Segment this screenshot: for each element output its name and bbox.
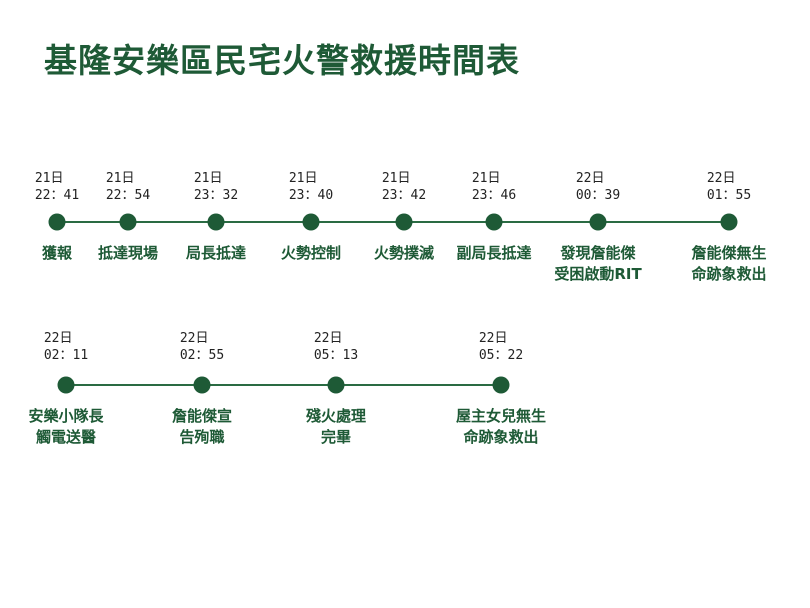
event-date: 21日 [105,171,135,186]
event-label-line: 觸電送醫 [35,428,97,446]
event-date: 21日 [471,171,501,186]
timeline-dot [485,213,503,231]
timeline-dot [57,376,75,394]
event-label: 副局長抵達 [456,243,531,264]
event-label-line: 告殉職 [179,428,225,446]
event-time: 02：11 [43,348,89,363]
event-date: 21日 [193,171,223,186]
event-label-line: 命跡象救出 [463,428,539,446]
timeline-dot [720,213,738,231]
timeline-dot [327,376,345,394]
event-label-line: 受困啟動RIT [554,265,642,283]
event-label: 詹能傑宣告殉職 [172,406,232,448]
event-timestamp: 21日 23：32 [194,170,238,204]
timeline-line-2 [66,384,501,386]
event-label: 獲報 [42,243,72,264]
event-label-line: 殘火處理 [305,407,367,425]
event-date: 22日 [478,331,508,346]
event-timestamp: 22日 02：55 [180,330,224,364]
event-label-line: 火勢撲滅 [373,244,435,262]
event-time: 23：46 [471,188,517,203]
event-date: 22日 [575,171,605,186]
event-label-line: 完畢 [320,428,352,446]
event-label-line: 獲報 [41,244,73,262]
timeline-dot [193,376,211,394]
event-label-line: 局長抵達 [185,244,247,262]
timeline-dot [119,213,137,231]
event-label-line: 命跡象救出 [691,265,767,283]
event-label-line: 詹能傑無生 [691,244,767,262]
timeline-dot [48,213,66,231]
event-date: 22日 [706,171,736,186]
timeline-dot [395,213,413,231]
event-time: 23：42 [381,188,427,203]
event-label: 殘火處理完畢 [306,406,366,448]
event-time: 02：55 [179,348,225,363]
event-time: 23：40 [288,188,334,203]
event-label: 局長抵達 [186,243,246,264]
timeline-dot [589,213,607,231]
event-timestamp: 22日 00：39 [576,170,620,204]
event-label: 火勢撲滅 [374,243,434,264]
event-date: 22日 [43,331,73,346]
timeline-line-1 [57,221,730,223]
event-timestamp: 22日 05：13 [314,330,358,364]
event-label-line: 火勢控制 [280,244,342,262]
event-date: 21日 [288,171,318,186]
event-timestamp: 22日 05：22 [479,330,523,364]
event-label-line: 副局長抵達 [456,244,532,262]
event-label: 安樂小隊長觸電送醫 [28,406,103,448]
event-label: 發現詹能傑受困啟動RIT [554,243,641,285]
event-timestamp: 21日 22：54 [106,170,150,204]
event-time: 05：22 [478,348,524,363]
timeline-dot [492,376,510,394]
event-label-line: 發現詹能傑 [560,244,636,262]
event-timestamp: 22日 01：55 [707,170,751,204]
event-label: 火勢控制 [281,243,341,264]
event-label: 屋主女兒無生命跡象救出 [456,406,546,448]
event-date: 21日 [381,171,411,186]
event-timestamp: 21日 23：42 [382,170,426,204]
event-label-line: 安樂小隊長 [28,407,104,425]
event-time: 22：54 [105,188,151,203]
event-time: 01：55 [706,188,752,203]
event-time: 00：39 [575,188,621,203]
event-timestamp: 21日 23：40 [289,170,333,204]
timeline-dot [302,213,320,231]
event-timestamp: 21日 22：41 [35,170,79,204]
event-time: 22：41 [34,188,80,203]
page-title: 基隆安樂區民宅火警救援時間表 [44,41,520,80]
event-date: 21日 [34,171,64,186]
event-label: 抵達現場 [98,243,158,264]
event-label: 詹能傑無生命跡象救出 [691,243,766,285]
event-time: 05：13 [313,348,359,363]
event-time: 23：32 [193,188,239,203]
event-label-line: 抵達現場 [97,244,159,262]
event-date: 22日 [179,331,209,346]
event-label-line: 屋主女兒無生 [455,407,547,425]
event-date: 22日 [313,331,343,346]
event-timestamp: 21日 23：46 [472,170,516,204]
timeline-dot [207,213,225,231]
event-label-line: 詹能傑宣 [171,407,233,425]
event-timestamp: 22日 02：11 [44,330,88,364]
